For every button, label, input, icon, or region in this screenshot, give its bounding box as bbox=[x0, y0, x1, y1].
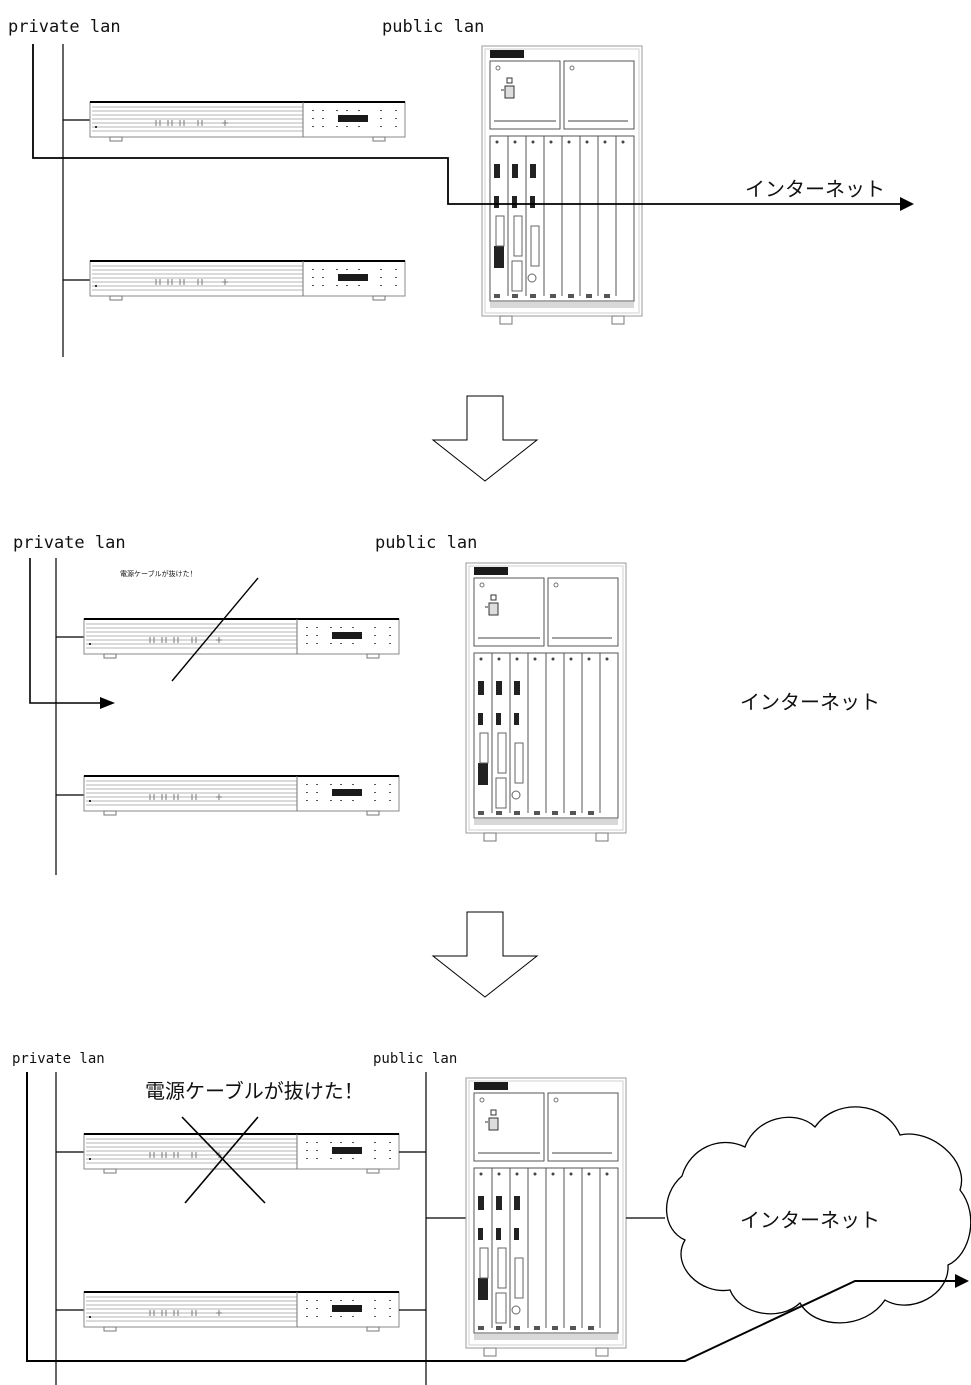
router-primary-failed bbox=[84, 1134, 399, 1173]
server-chassis bbox=[482, 46, 642, 324]
panel-normal: private lan public lan インターネット bbox=[8, 17, 914, 357]
failure-note: 電源ケーブルが抜けた！ bbox=[120, 569, 197, 578]
private-lan-label: private lan bbox=[8, 17, 121, 37]
router-primary-failed bbox=[84, 619, 399, 658]
failure-note: 電源ケーブルが抜けた！ bbox=[145, 1079, 364, 1103]
router-primary bbox=[90, 102, 405, 141]
router-secondary bbox=[90, 261, 405, 300]
transition-arrow-2 bbox=[433, 912, 537, 997]
internet-label: インターネット bbox=[745, 177, 885, 201]
server-chassis bbox=[466, 563, 626, 841]
transition-arrow-1 bbox=[433, 396, 537, 481]
public-lan-label: public lan bbox=[375, 533, 477, 553]
server-chassis bbox=[466, 1078, 626, 1356]
public-lan-label: public lan bbox=[382, 17, 484, 37]
router-secondary bbox=[84, 1292, 399, 1331]
internet-label: インターネット bbox=[740, 690, 880, 714]
failover-traffic-arrowhead bbox=[955, 1274, 969, 1288]
private-lan-label: private lan bbox=[13, 533, 126, 553]
panel-failover: private lan public lan 電源ケーブルが抜けた！ インターネ… bbox=[12, 1051, 971, 1385]
internet-label: インターネット bbox=[740, 1208, 880, 1232]
broken-traffic-arrowhead bbox=[100, 697, 115, 709]
panel-failure: private lan public lan 電源ケーブルが抜けた！ インターネ… bbox=[13, 533, 880, 875]
traffic-arrowhead bbox=[900, 197, 914, 211]
public-lan-label: public lan bbox=[373, 1051, 457, 1067]
router-secondary bbox=[84, 776, 399, 815]
private-lan-label: private lan bbox=[12, 1051, 105, 1067]
